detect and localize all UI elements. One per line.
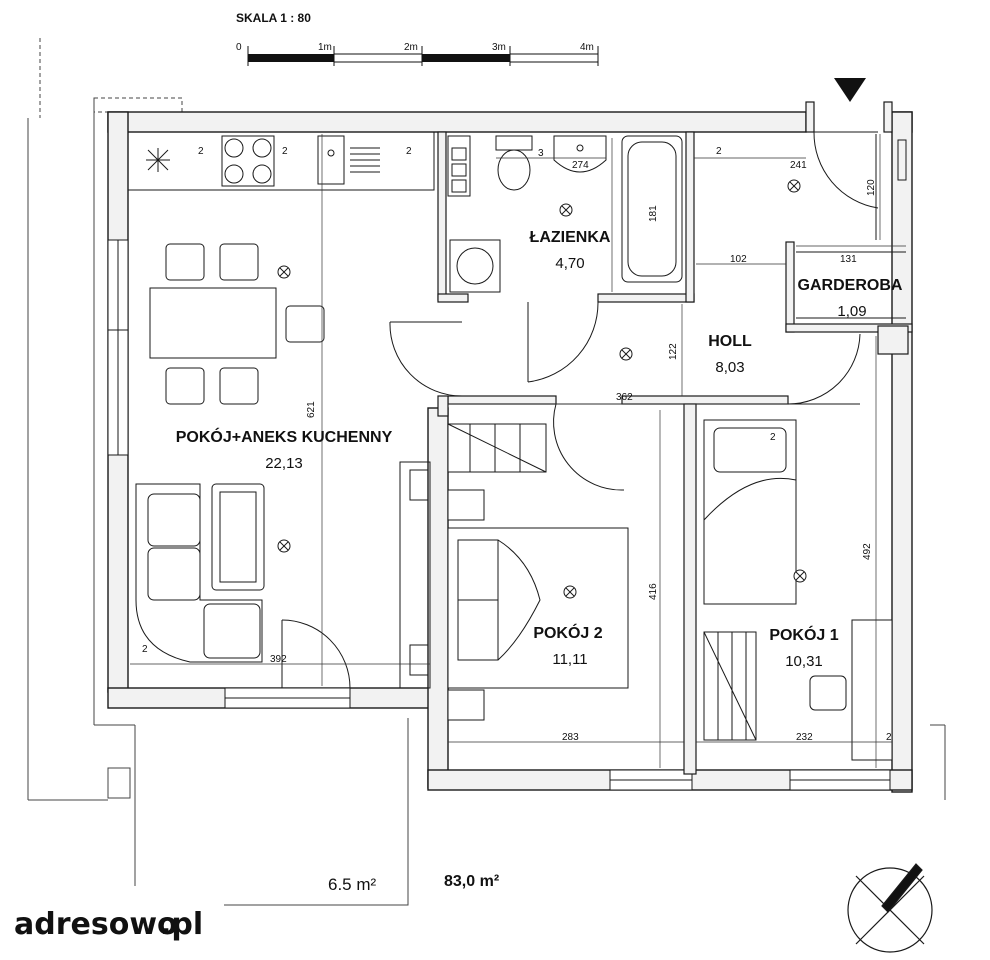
scale-tick-label: 4m bbox=[580, 42, 594, 53]
tv-cabinet bbox=[399, 461, 431, 689]
ceiling-light-icon bbox=[787, 179, 801, 193]
scale-segment bbox=[509, 53, 599, 63]
room-name: HOLL bbox=[708, 333, 752, 350]
dimension-label: 232 bbox=[796, 732, 813, 743]
adresowo-logo: adresowo .pl bbox=[0, 886, 224, 960]
scale-tick-label: 3m bbox=[492, 42, 506, 53]
room-area: 10,31 bbox=[785, 653, 823, 670]
ceiling-light-icon bbox=[563, 585, 577, 599]
room-labels: POKÓJ+ANEKS KUCHENNY 22,13 ŁAZIENKA 4,70… bbox=[176, 229, 903, 670]
ceiling-light-icon bbox=[619, 347, 633, 361]
scale-bar: SKALA 1 : 80 0 1m 2m 3m 4m bbox=[236, 11, 599, 66]
scale-segment bbox=[248, 54, 334, 62]
bathroom-fixtures bbox=[447, 135, 683, 293]
dimension-label: 181 bbox=[648, 205, 659, 222]
dimension-labels: 621 392 181 274 241 120 102 131 122 362 … bbox=[270, 148, 877, 743]
dimension-label: 120 bbox=[866, 179, 877, 196]
scale-tick-label: 1m bbox=[318, 42, 332, 53]
room-name: GARDEROBA bbox=[798, 277, 903, 294]
dimension-label: 392 bbox=[270, 654, 287, 665]
wardrobe-rails bbox=[796, 134, 907, 319]
scale-segment bbox=[333, 53, 423, 63]
total-area: 83,0 m² bbox=[444, 873, 499, 890]
dimension-label: 621 bbox=[306, 401, 317, 418]
dimension-label: 131 bbox=[840, 254, 857, 265]
scale-tick-label: 2m bbox=[404, 42, 418, 53]
balcony-outline bbox=[27, 38, 946, 906]
ceiling-light-icon bbox=[793, 569, 807, 583]
room-name: POKÓJ 2 bbox=[533, 623, 602, 642]
ceiling-light-icon bbox=[559, 203, 573, 217]
compass-icon bbox=[847, 863, 933, 953]
dimension-label: 362 bbox=[616, 392, 633, 403]
socket-mark: 2 bbox=[406, 146, 412, 157]
dimension-label: 241 bbox=[790, 160, 807, 171]
room-area: 11,11 bbox=[552, 651, 587, 668]
room-name: ŁAZIENKA bbox=[530, 229, 611, 246]
dimension-label: 102 bbox=[730, 254, 747, 265]
room-area: 4,70 bbox=[555, 255, 584, 272]
doors bbox=[281, 131, 879, 689]
light-markers bbox=[277, 179, 807, 599]
dimension-label: 283 bbox=[562, 732, 579, 743]
dimension-label: 274 bbox=[572, 160, 589, 171]
room-area: 8,03 bbox=[715, 359, 744, 376]
windows bbox=[107, 239, 891, 791]
bedroom-1-furniture bbox=[703, 419, 893, 761]
dimension-label: 122 bbox=[668, 343, 679, 360]
socket-mark: 2 bbox=[886, 732, 892, 743]
kitchen-counter bbox=[127, 131, 435, 191]
socket-mark: 2 bbox=[198, 146, 204, 157]
dining-table bbox=[149, 243, 325, 405]
logo-suffix: .pl bbox=[160, 907, 203, 942]
socket-marks: 2 2 2 2 2 2 2 bbox=[142, 146, 892, 743]
scale-segment bbox=[422, 54, 510, 62]
bedroom-2-furniture bbox=[447, 423, 629, 721]
scale-title: SKALA 1 : 80 bbox=[236, 11, 311, 25]
socket-mark: 2 bbox=[770, 432, 776, 443]
dimension-label: 3 bbox=[538, 148, 544, 159]
corner-sofa bbox=[135, 483, 265, 663]
socket-mark: 2 bbox=[716, 146, 722, 157]
socket-mark: 2 bbox=[282, 146, 288, 157]
dimension-label: 492 bbox=[862, 543, 873, 560]
terrace-area: 6.5 m² bbox=[328, 875, 377, 894]
logo-name: adresowo bbox=[14, 907, 178, 942]
ceiling-light-icon bbox=[277, 539, 291, 553]
dimension-label: 416 bbox=[648, 583, 659, 600]
entrance-arrow-icon bbox=[834, 78, 866, 102]
dimension-lines bbox=[130, 134, 906, 768]
room-area: 22,13 bbox=[265, 455, 303, 472]
room-name: POKÓJ 1 bbox=[769, 625, 838, 644]
socket-mark: 2 bbox=[142, 644, 148, 655]
ceiling-light-icon bbox=[277, 265, 291, 279]
room-area: 1,09 bbox=[837, 303, 866, 320]
scale-tick-label: 0 bbox=[236, 42, 242, 53]
room-name: POKÓJ+ANEKS KUCHENNY bbox=[176, 427, 393, 446]
